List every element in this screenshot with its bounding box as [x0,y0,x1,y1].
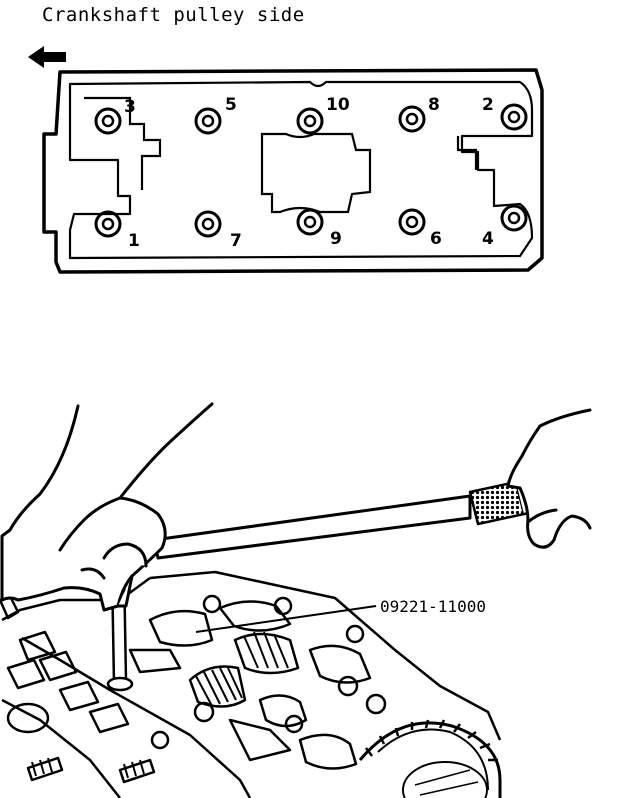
bolt-icon [398,208,426,236]
bolt-number: 6 [430,229,442,249]
bolt-number: 10 [326,95,350,115]
bolt-number: 8 [428,95,440,115]
bolt-icon [194,107,222,135]
header-title: Crankshaft pulley side [42,4,305,26]
cylinder-head-outline [42,68,544,274]
head-bolts [94,103,528,238]
bolt-number: 1 [128,231,140,251]
bolt-number: 2 [482,95,494,115]
bolt-icon [194,210,222,238]
bolt-number: 4 [482,229,494,249]
right-hand [506,408,592,549]
bolt-number: 5 [225,95,237,115]
bolt-number: 3 [124,97,136,117]
bolt-icon [94,210,122,238]
bolt-numbers: 3 5 10 8 2 1 7 9 6 4 [124,95,494,251]
left-hand [0,402,214,612]
bolt-icon [296,208,324,236]
tool-number-label: 09221-11000 [380,597,486,616]
bolt-icon [398,105,426,133]
callout-leader-line [195,605,377,633]
bolt-icon [500,204,528,232]
bolt-number: 7 [230,231,242,251]
bolt-icon [94,107,122,135]
bolt-icon [500,103,528,131]
direction-arrow-icon [28,46,66,68]
bolt-icon [296,107,324,135]
bolt-number: 9 [330,229,342,249]
